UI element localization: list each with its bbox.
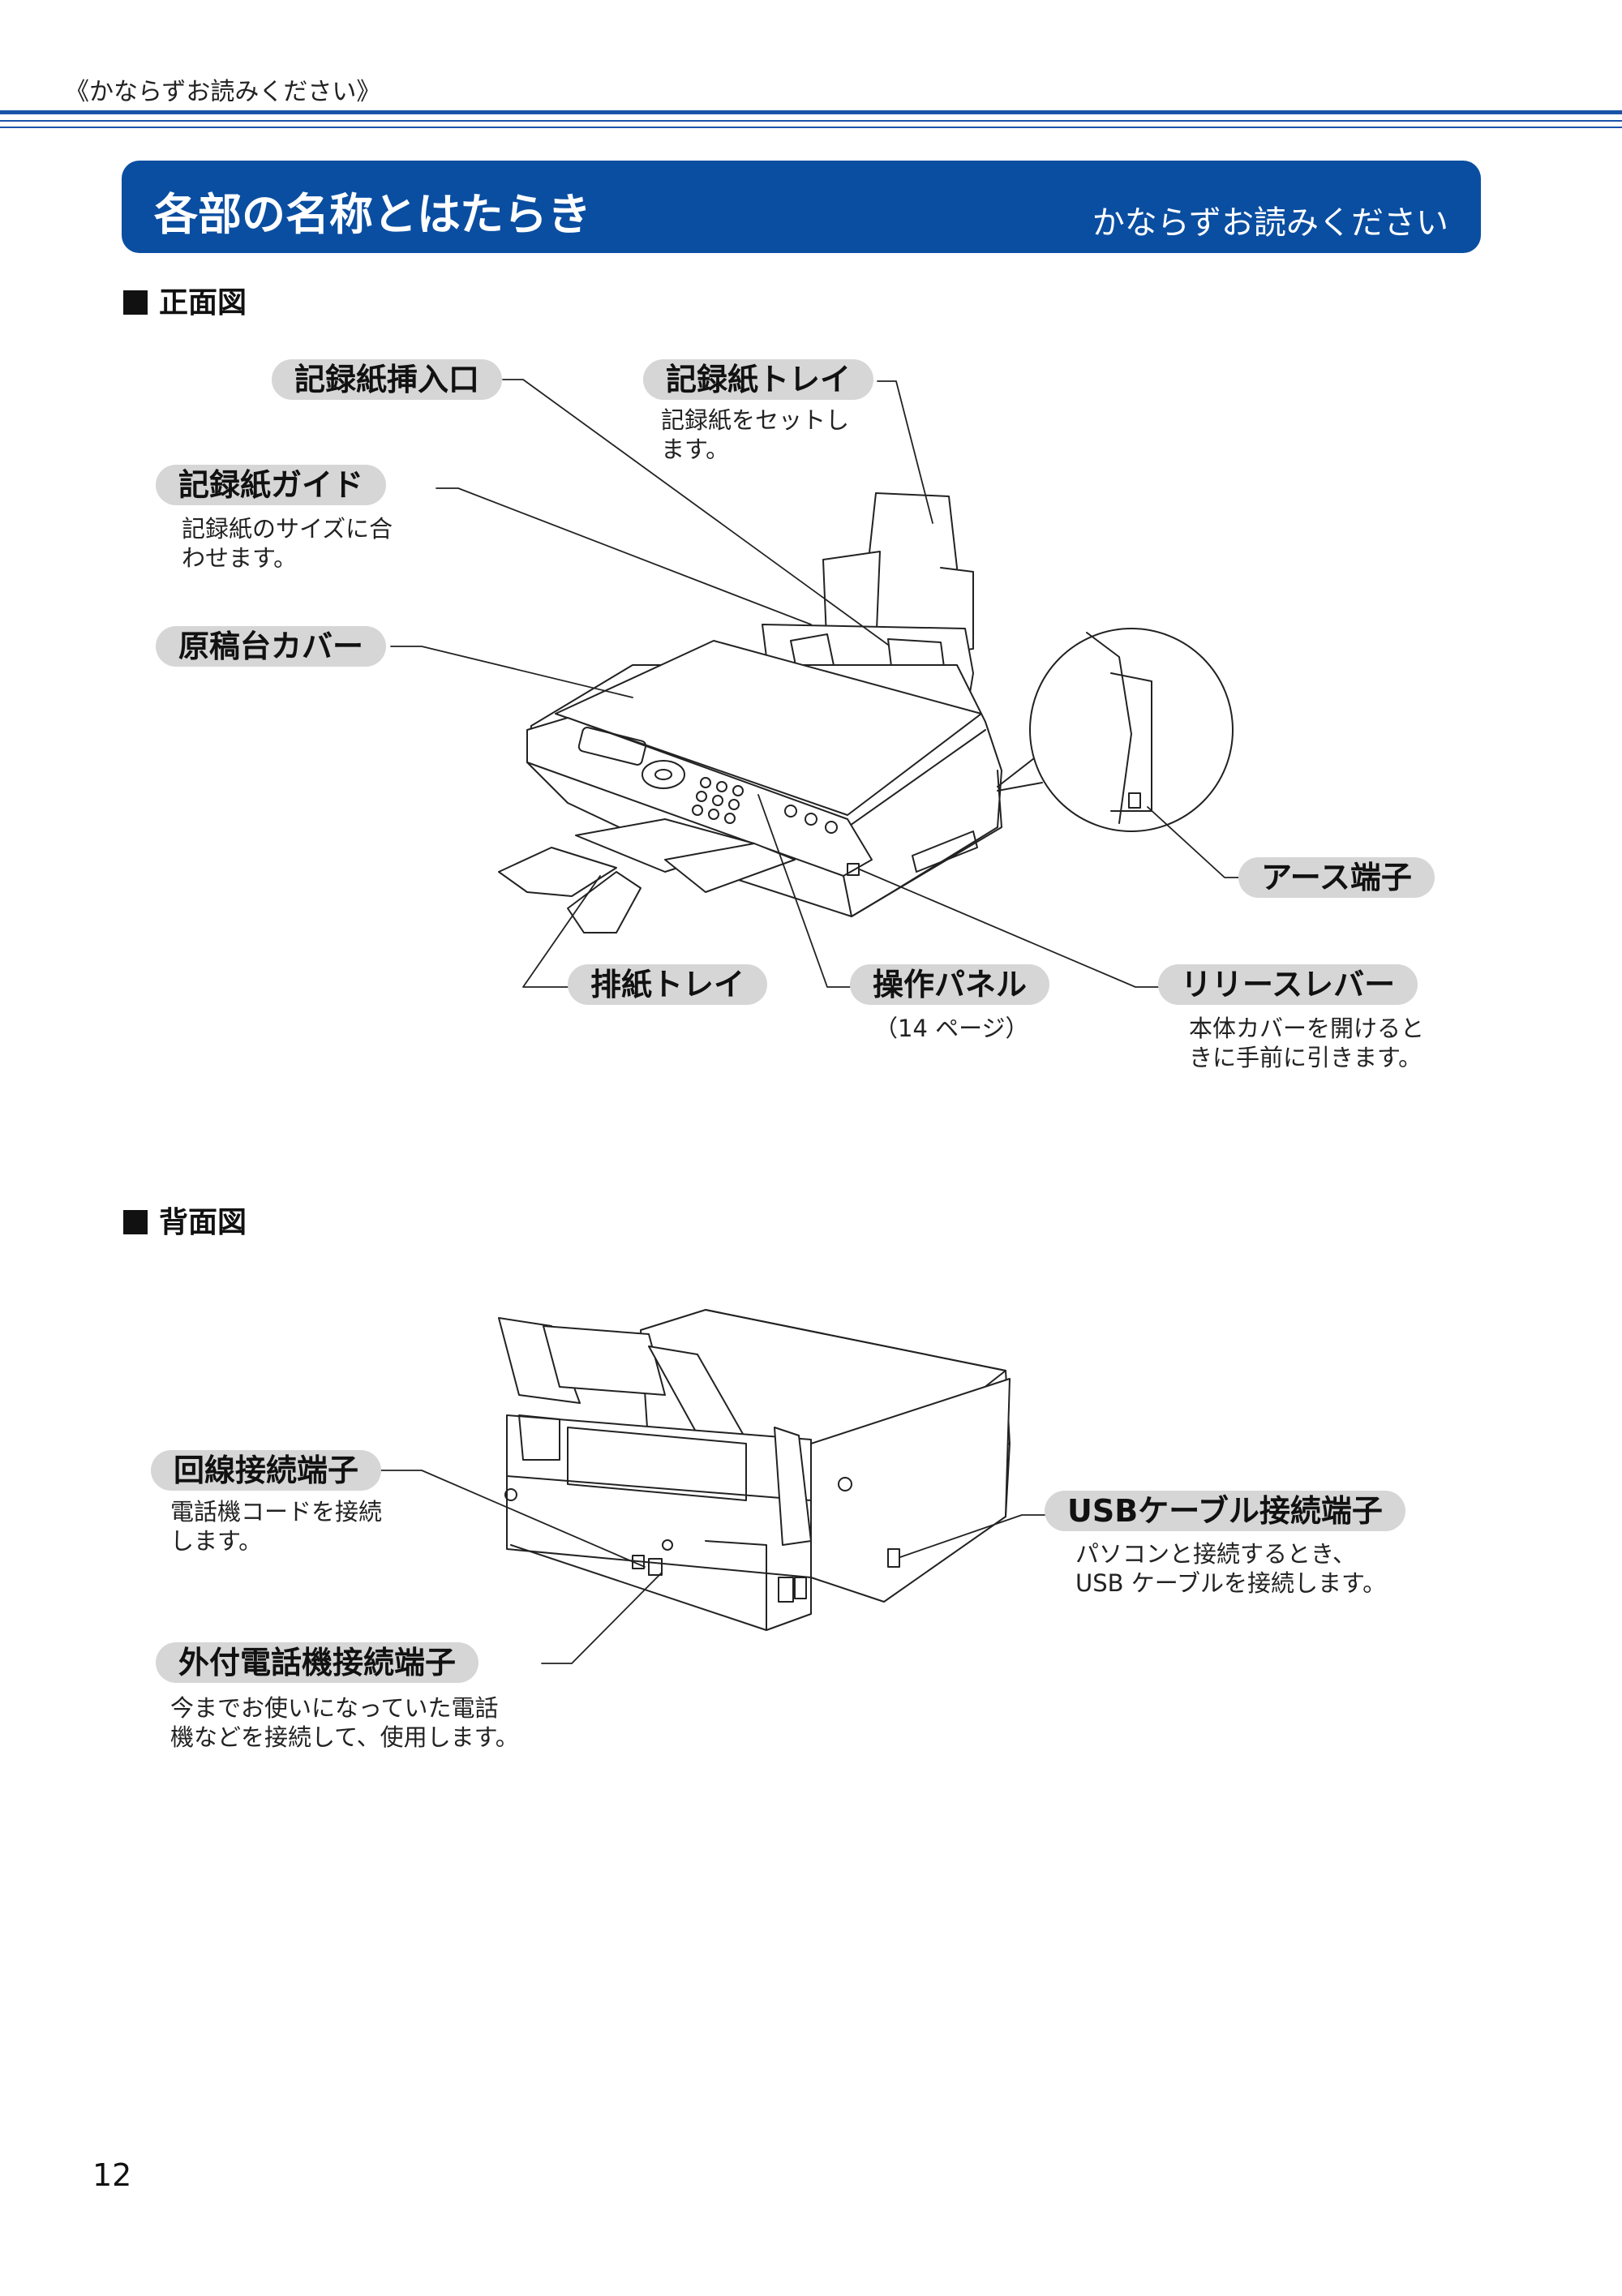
- back-view-heading: 背面図: [123, 1199, 247, 1241]
- back-leader-lines: [380, 1470, 1047, 1664]
- desc-paper-guide: 記録紙のサイズに合 わせます。: [182, 514, 393, 573]
- desc-control-panel: （14 ページ）: [874, 1014, 1029, 1043]
- front-leader-lines: [390, 379, 1254, 988]
- square-bullet-icon: [123, 290, 148, 315]
- label-paper-tray: 記録紙トレイ: [643, 359, 874, 400]
- label-external-phone-terminal: 外付電話機接続端子: [156, 1642, 479, 1683]
- header-rule-thick: [0, 110, 1622, 114]
- desc-external-phone-terminal-line-1: 今までお使いになっていた電話: [170, 1694, 499, 1722]
- desc-external-phone-terminal-line-2: 機などを接続して、使用します。: [170, 1723, 519, 1751]
- back-view-heading-text: 背面図: [159, 1206, 247, 1239]
- page-subtitle: かならずお読みください: [1092, 204, 1448, 242]
- desc-line-terminal: 電話機コードを接続 します。: [170, 1497, 382, 1556]
- label-line-terminal: 回線接続端子: [151, 1450, 382, 1491]
- desc-paper-guide-line-1: 記録紙のサイズに合: [182, 515, 393, 543]
- title-banner: 各部の名称とはたらき かならずお読みください: [122, 161, 1481, 253]
- label-output-tray: 排紙トレイ: [568, 964, 768, 1005]
- label-paper-guide: 記録紙ガイド: [156, 465, 387, 505]
- desc-release-lever-line-2: きに手前に引きます。: [1189, 1044, 1422, 1071]
- label-paper-slot: 記録紙挿入口: [272, 359, 503, 400]
- desc-release-lever-line-1: 本体カバーを開けると: [1189, 1015, 1425, 1042]
- header-rule-thin-2: [0, 127, 1622, 128]
- page-title: 各部の名称とはたらき: [154, 189, 591, 240]
- label-ground-terminal: アース端子: [1238, 857, 1435, 898]
- page-number: 12: [92, 2157, 132, 2193]
- desc-usb-terminal: パソコンと接続するとき、 USB ケーブルを接続します。: [1075, 1539, 1386, 1598]
- desc-paper-tray: 記録紙をセットし ます。: [661, 406, 849, 464]
- front-printer-illustration: [498, 492, 1234, 933]
- desc-usb-terminal-line-1: パソコンと接続するとき、: [1075, 1540, 1356, 1568]
- desc-external-phone-terminal: 今までお使いになっていた電話 機などを接続して、使用します。: [170, 1693, 519, 1752]
- back-printer-illustration: [498, 1309, 1011, 1631]
- header-rule-thin-1: [0, 120, 1622, 122]
- desc-release-lever: 本体カバーを開けると きに手前に引きます。: [1189, 1014, 1424, 1072]
- front-view-heading: 正面図: [123, 279, 247, 321]
- desc-line-terminal-line-2: します。: [170, 1527, 263, 1555]
- desc-paper-tray-line-2: ます。: [661, 436, 730, 463]
- desc-paper-guide-line-2: わせます。: [182, 544, 298, 572]
- desc-usb-terminal-line-2: USB ケーブルを接続します。: [1075, 1569, 1387, 1597]
- square-bullet-icon: [123, 1210, 148, 1234]
- running-head: 《かならずお読みください》: [65, 78, 381, 106]
- desc-paper-tray-line-1: 記録紙をセットし: [661, 406, 850, 434]
- label-release-lever: リリースレバー: [1158, 964, 1418, 1005]
- desc-control-panel-line-1: （14 ページ）: [874, 1015, 1029, 1042]
- label-usb-terminal: USBケーブル接続端子: [1045, 1491, 1405, 1531]
- desc-line-terminal-line-1: 電話機コードを接続: [170, 1498, 383, 1526]
- front-view-heading-text: 正面図: [159, 286, 247, 320]
- label-control-panel: 操作パネル: [850, 964, 1050, 1005]
- label-document-cover: 原稿台カバー: [156, 626, 387, 667]
